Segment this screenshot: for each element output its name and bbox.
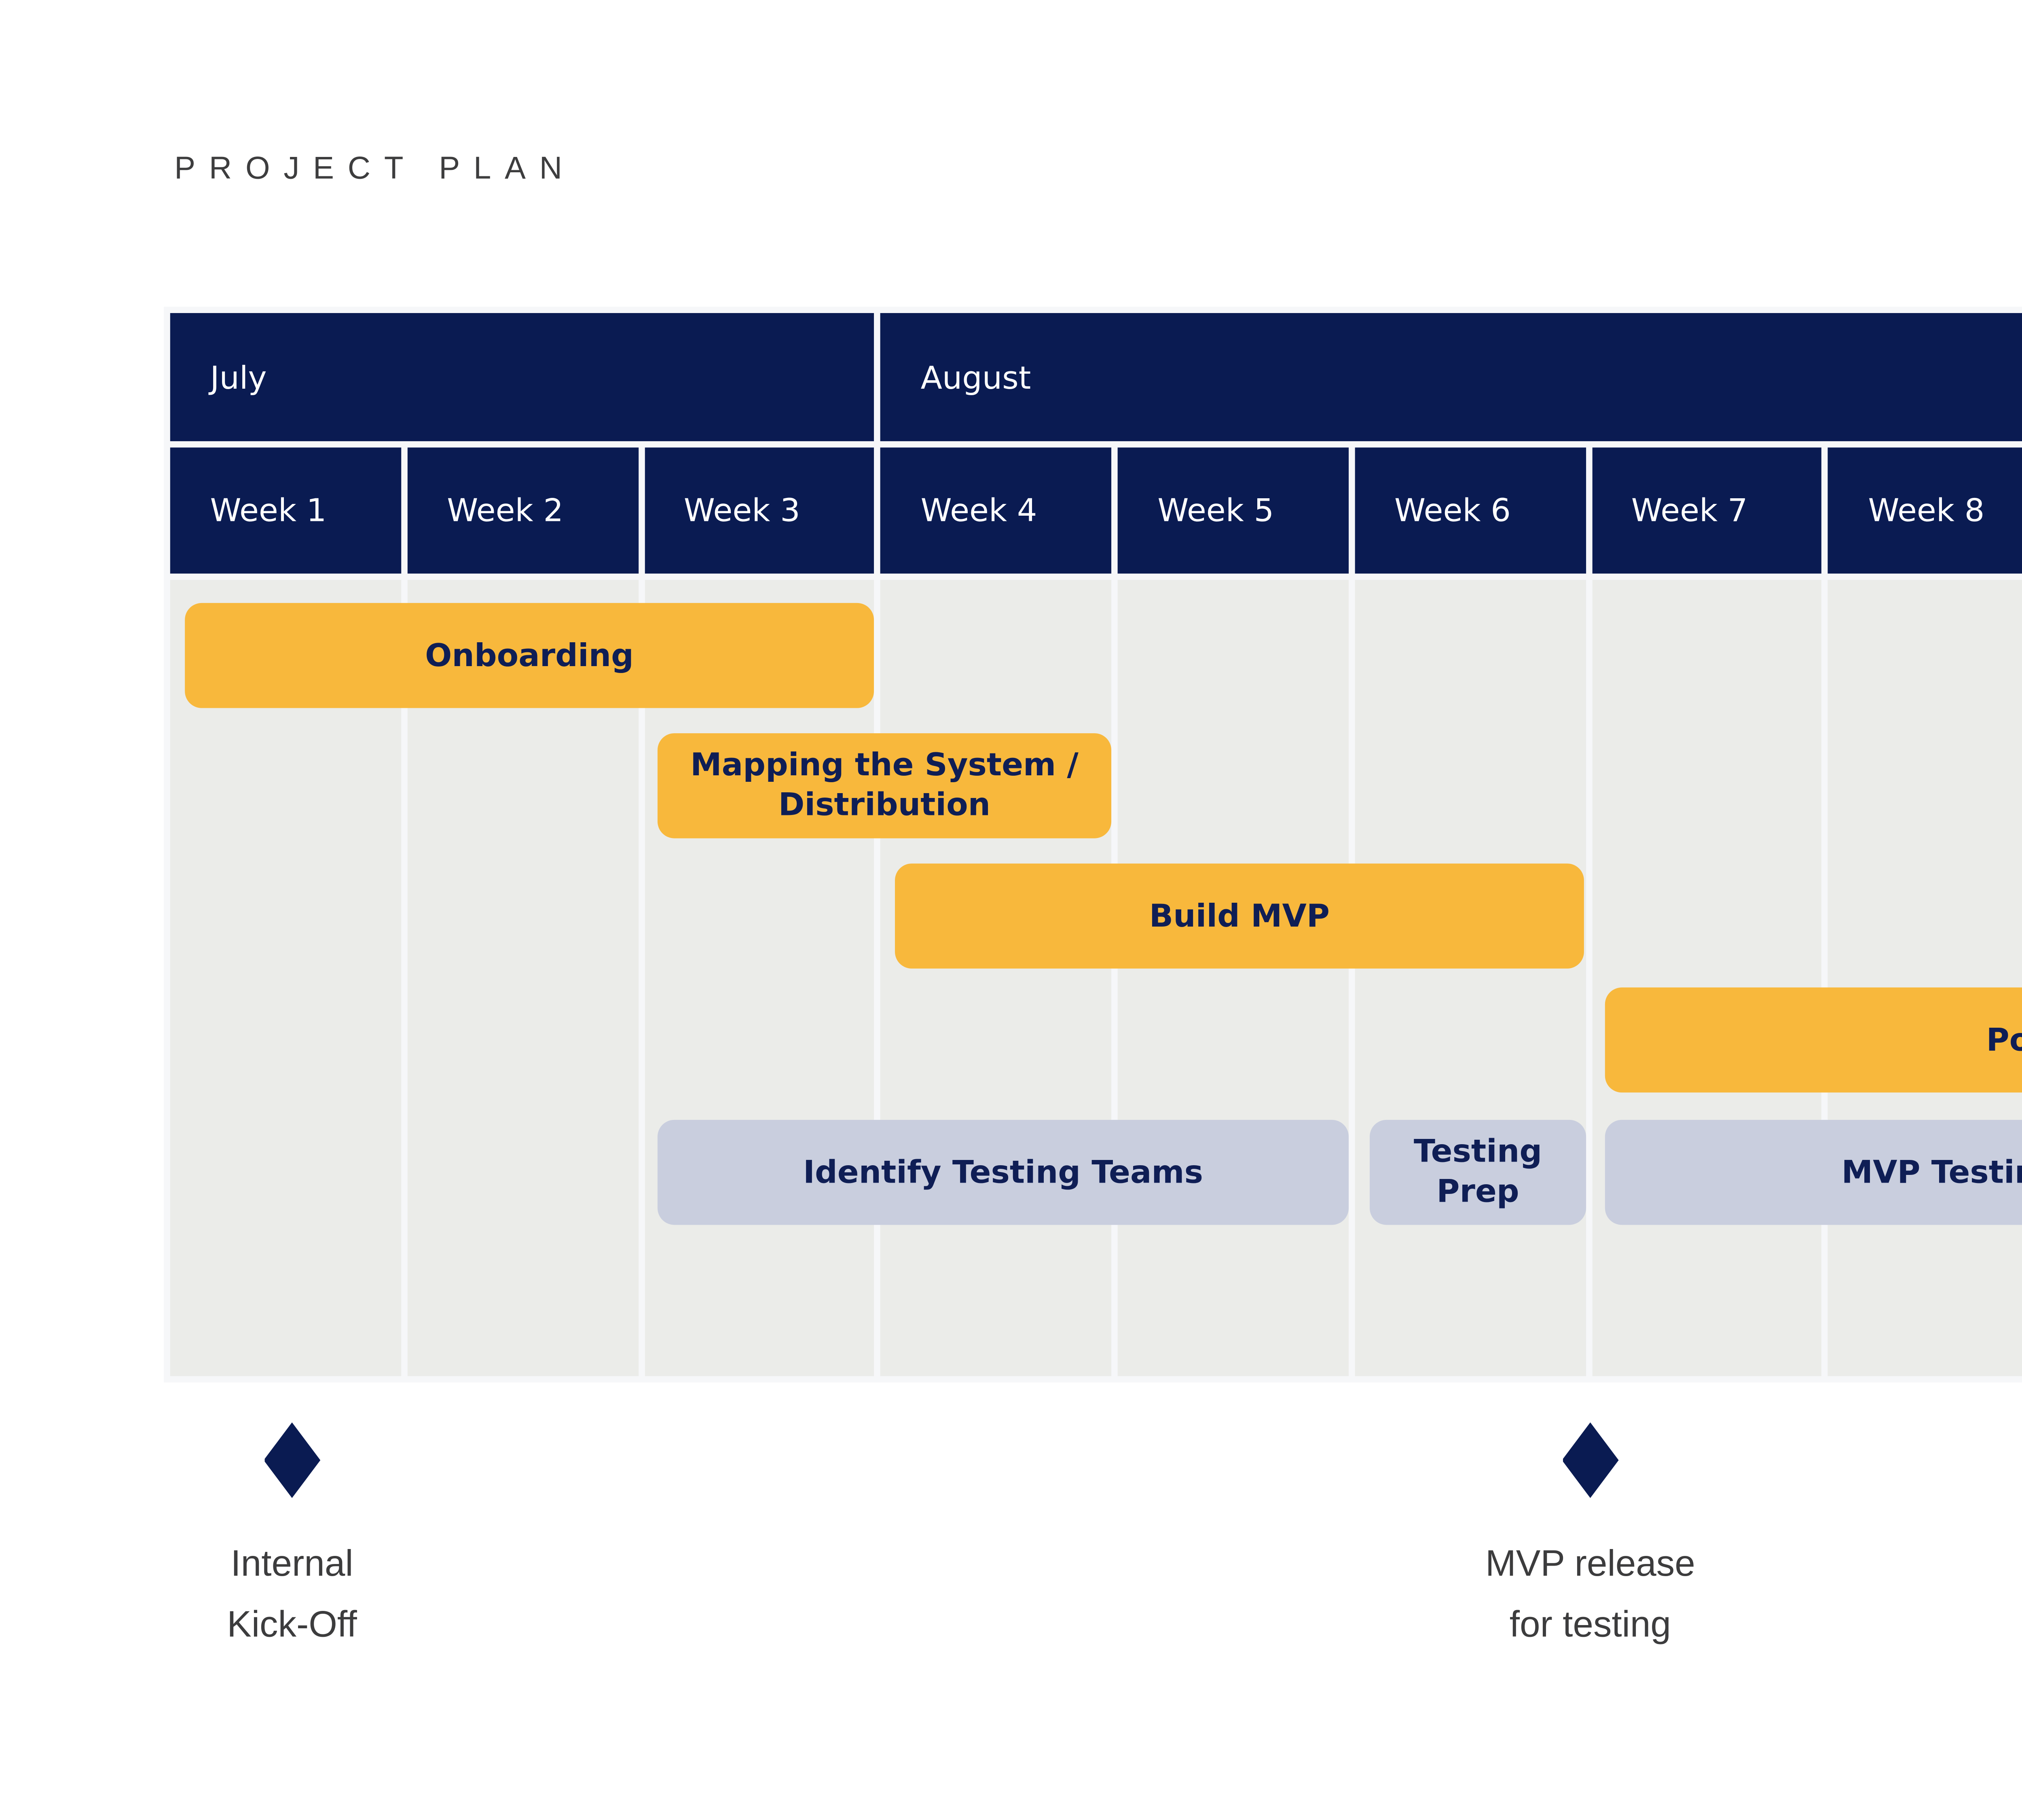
column-stripe [1117,580,1348,1376]
week-cell-7: Week 7 [1591,447,1822,574]
task-bar-label: Prep [1436,1172,1519,1211]
task-bar-label: Identify Testing Teams [803,1152,1203,1190]
column-stripe [170,580,401,1376]
week-cell-2: Week 2 [407,447,638,574]
column-stripe [1828,580,2022,1376]
gantt-inner: July August September Week 1 Week 2 Week… [170,313,2022,1376]
task-bar-identify-testing-teams: Identify Testing Teams [657,1120,1349,1225]
gantt-chart: July August September Week 1 Week 2 Week… [164,307,2022,1383]
column-stripe [880,580,1112,1376]
task-bar-onboarding: Onboarding [185,603,874,708]
task-bar-mvp-testing: MVP Testing [1605,1120,2022,1225]
milestone-mvp-release: MVP release for testing [1359,1422,1821,1656]
milestone-label-line: MVP release [1485,1542,1695,1584]
column-stripe [1591,580,1822,1376]
week-cell-1: Week 1 [170,447,401,574]
task-bar-label: Distribution [778,785,991,824]
week-column-stripes [170,580,2022,1376]
milestone-internal-kick-off: Internal Kick-Off [61,1422,523,1656]
task-bar-label: Mapping the System / [690,746,1079,784]
milestone-label: MVP release for testing [1485,1534,1695,1655]
milestone-label-line: Kick-Off [227,1603,357,1645]
milestone-label-line: for testing [1509,1603,1671,1645]
column-stripe [644,580,875,1376]
week-cell-8: Week 8 [1828,447,2022,574]
milestone-diamond-icon [1562,1422,1619,1498]
task-bar-mapping-the-system: Mapping the System / Distribution [657,733,1112,838]
column-stripe [407,580,638,1376]
month-cell-july: July [170,313,875,441]
month-header-row: July August September [170,313,2022,441]
week-cell-3: Week 3 [644,447,875,574]
column-stripe [1354,580,1585,1376]
task-bar-post-mvp-components: Post MVP Components [1605,987,2022,1093]
task-bar-label: Onboarding [425,635,634,673]
gantt-body: Onboarding Mapping the System / Distribu… [170,580,2022,1376]
task-bar-label: Build MVP [1149,896,1330,934]
week-header-row: Week 1 Week 2 Week 3 Week 4 Week 5 Week … [170,447,2022,574]
week-cell-6: Week 6 [1354,447,1585,574]
task-bar-label: Testing [1413,1132,1542,1170]
month-cell-august: August [880,313,2022,441]
task-bar-label: MVP Testing [1841,1152,2022,1190]
task-bar-testing-prep: Testing Prep [1370,1120,1586,1225]
milestone-label-line: Internal [231,1542,353,1584]
task-bar-label: Post MVP Components [1986,1020,2022,1058]
week-cell-4: Week 4 [880,447,1112,574]
milestone-label: Internal Kick-Off [227,1534,357,1655]
task-bar-build-mvp: Build MVP [895,863,1584,969]
milestone-diamond-icon [263,1422,321,1498]
week-cell-5: Week 5 [1117,447,1348,574]
page-title: PROJECT PLAN [174,151,576,187]
